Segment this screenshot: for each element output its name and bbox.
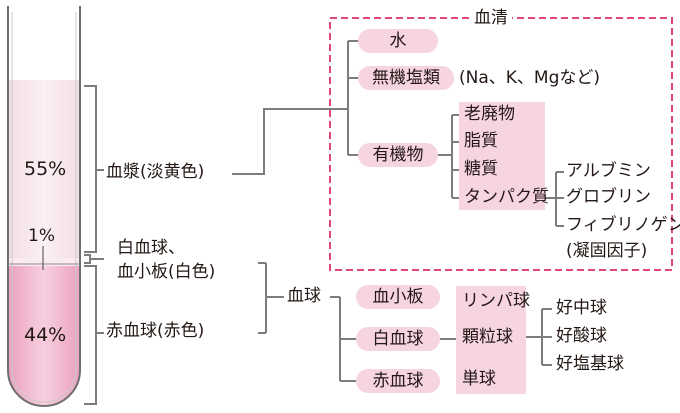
plasma-label: 血漿(淡黄色) (106, 162, 205, 182)
tube-pct-cells: 44% (24, 324, 67, 346)
tube-pct-plasma: 55% (24, 158, 67, 180)
test-tube (7, 6, 81, 407)
tube-pct-buffy: 1% (28, 226, 55, 246)
organic-item-protein: タンパク質 (464, 187, 549, 207)
wbc-type-granulocyte: 顆粒球 (462, 327, 513, 347)
wbc-pill: 白血球 (356, 327, 440, 351)
organic-item-lipid: 脂質 (464, 131, 498, 151)
water-pill: 水 (358, 29, 438, 53)
granulocyte-neutrophil: 好中球 (556, 298, 607, 318)
organic-item-waste: 老廃物 (464, 104, 515, 124)
protein-clotting-factor: (凝固因子) (566, 241, 648, 261)
organic-pill: 有機物 (358, 143, 438, 167)
rbc-pill: 赤血球 (356, 369, 440, 393)
protein-fibrinogen: フィブリノゲン (566, 215, 680, 235)
inorganic-pill: 無機塩類 (358, 66, 454, 90)
blood-cells-label: 血球 (287, 286, 321, 306)
wbc-platelet-label-2: 血小板(白色) (117, 262, 216, 282)
protein-globulin: グロブリン (566, 187, 651, 207)
wbc-platelet-label-1: 白血球、 (117, 238, 185, 258)
inorganic-detail: (Na、K、Mgなど) (459, 68, 601, 88)
granulocyte-eosinophil: 好酸球 (556, 326, 607, 346)
wbc-type-lymphocyte: リンパ球 (462, 291, 530, 311)
serum-title: 血清 (470, 10, 512, 27)
wbc-type-monocyte: 単球 (462, 369, 496, 389)
platelet-pill: 血小板 (356, 285, 440, 309)
organic-item-sugar: 糖質 (464, 159, 498, 179)
rbc-color-label: 赤血球(赤色) (106, 321, 205, 341)
wbc-types-box (456, 286, 526, 394)
organic-items-box (459, 102, 545, 210)
granulocyte-basophil: 好塩基球 (556, 354, 624, 374)
protein-albumin: アルブミン (566, 161, 651, 181)
